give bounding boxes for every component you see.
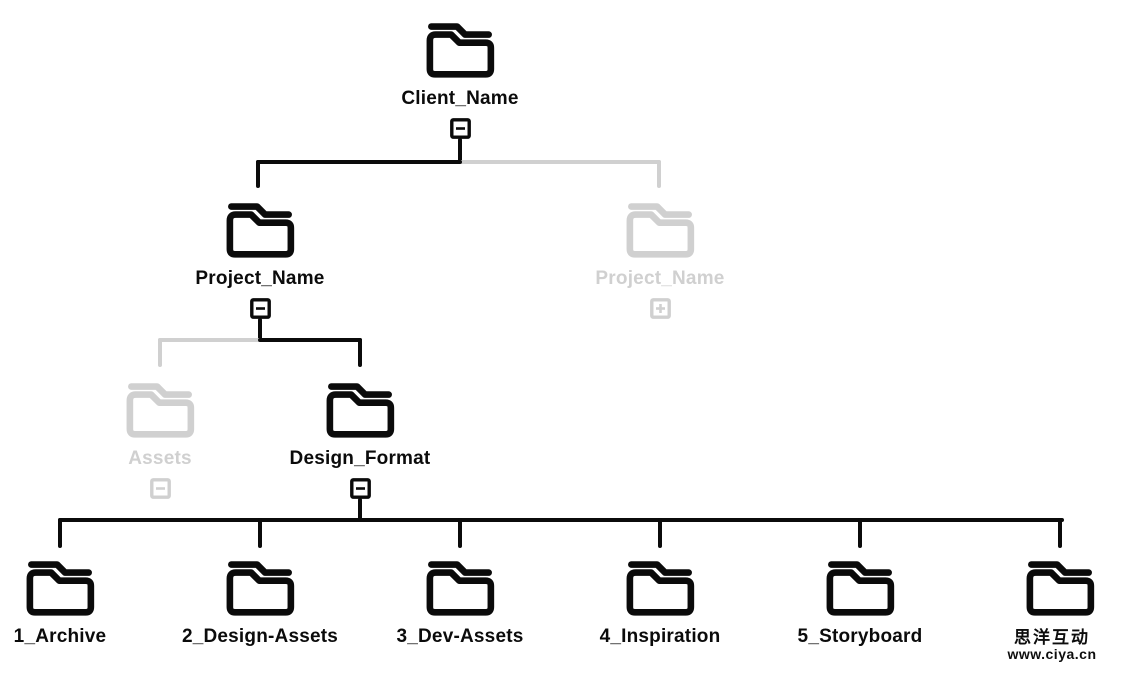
- watermark: 思洋互动 www.ciya.cn: [1000, 629, 1104, 662]
- connector-line: [458, 518, 462, 548]
- folder-icon: [226, 203, 295, 258]
- plus-icon: [649, 298, 671, 319]
- tree-node-dev-assets: 3_Dev-Assets: [360, 560, 560, 648]
- folder-icon: [326, 383, 395, 438]
- tree-node-design-assets: 2_Design-Assets: [160, 560, 360, 648]
- connector-line: [458, 138, 462, 162]
- folder-icon: [426, 23, 495, 78]
- connector-line: [358, 338, 362, 367]
- tree-node-project-name-active: Project_Name: [160, 202, 360, 320]
- connector-line: [258, 318, 262, 342]
- tree-node-project-name-collapsed: Project_Name: [560, 202, 760, 320]
- connector-line: [58, 518, 1064, 522]
- folder-label: 4_Inspiration: [599, 626, 721, 647]
- tree-node-archive: 1_Archive: [0, 560, 160, 648]
- minus-icon: [349, 478, 371, 499]
- folder-label: 1_Archive: [13, 626, 107, 647]
- collapse-toggle[interactable]: [449, 117, 472, 140]
- expand-toggle[interactable]: [649, 297, 672, 320]
- folder-label: Client_Name: [401, 88, 519, 109]
- connector-line: [158, 338, 262, 342]
- tree-node-storyboard: 5_Storyboard: [760, 560, 960, 648]
- folder-label: Design_Format: [289, 448, 431, 469]
- connector-line: [858, 518, 862, 548]
- connector-line: [256, 160, 260, 188]
- folder-icon: [426, 561, 495, 616]
- connector-line: [657, 160, 661, 188]
- folder-label: 5_Storyboard: [797, 626, 923, 647]
- connector-line: [258, 518, 262, 548]
- folder-icon: [626, 561, 695, 616]
- connector-line: [358, 498, 362, 522]
- minus-icon: [449, 118, 471, 139]
- collapse-toggle[interactable]: [249, 297, 272, 320]
- minus-icon: [249, 298, 271, 319]
- connector-line: [158, 338, 162, 367]
- folder-label: Project_Name: [595, 268, 725, 289]
- connector-line: [256, 160, 462, 164]
- connector-line: [258, 338, 362, 342]
- tree-node-assets: Assets: [60, 382, 260, 500]
- folder-icon: [126, 383, 195, 438]
- connector-line: [1058, 518, 1062, 548]
- folder-icon: [1026, 561, 1095, 616]
- folder-icon: [626, 203, 695, 258]
- folder-label: Project_Name: [195, 268, 325, 289]
- folder-label: 2_Design-Assets: [181, 626, 339, 647]
- watermark-brand-text: 思洋互动: [1014, 628, 1090, 647]
- connector-line: [460, 160, 661, 164]
- tree-node-inspiration: 4_Inspiration: [560, 560, 760, 648]
- connector-line: [658, 518, 662, 548]
- minus-icon: [149, 478, 171, 499]
- folder-icon: [826, 561, 895, 616]
- folder-label: 3_Dev-Assets: [396, 626, 524, 647]
- folder-icon: [26, 561, 95, 616]
- collapse-toggle[interactable]: [149, 477, 172, 500]
- folder-label: Assets: [128, 448, 192, 469]
- collapse-toggle[interactable]: [349, 477, 372, 500]
- tree-node-client-name: Client_Name: [360, 22, 560, 140]
- tree-node-sixth-folder: [960, 560, 1121, 648]
- connector-line: [58, 518, 62, 548]
- folder-icon: [226, 561, 295, 616]
- watermark-url-text: www.ciya.cn: [1007, 645, 1097, 662]
- tree-node-design-format: Design_Format: [260, 382, 460, 500]
